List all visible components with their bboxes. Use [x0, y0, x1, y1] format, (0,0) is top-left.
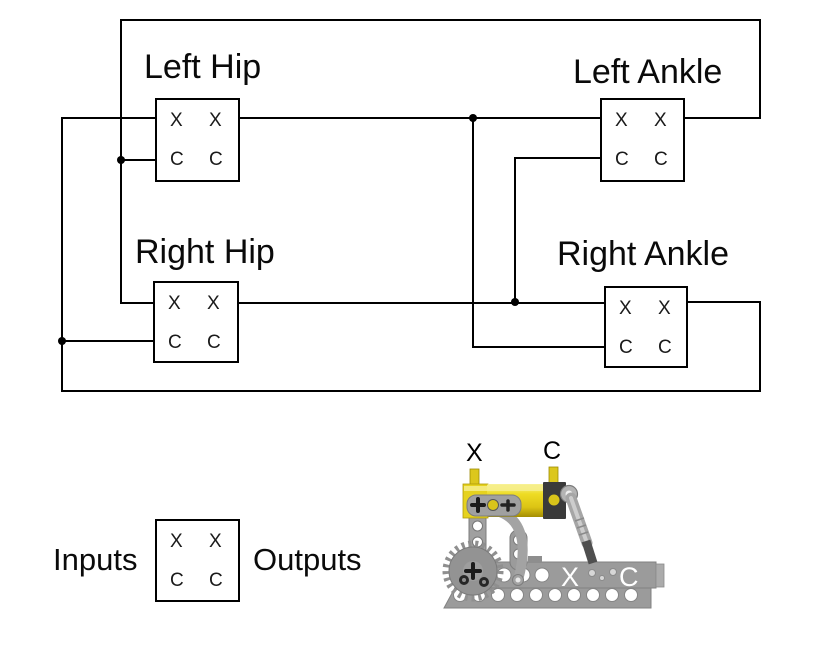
port-x-left: X	[615, 110, 628, 131]
lego-piston-tip	[581, 539, 598, 565]
port-x-left: X	[619, 298, 632, 319]
port-c-left: C	[170, 570, 184, 591]
photo-port-x-label: X	[466, 439, 483, 467]
module-box-left-hip: X X C C	[155, 98, 240, 182]
port-c-right: C	[207, 332, 221, 353]
module-box-right-hip: X X C C	[153, 281, 239, 363]
junction-dot	[469, 114, 477, 122]
port-c-right: C	[658, 337, 672, 358]
wire-leftankle-x-out-to-righthip-x-in	[120, 19, 761, 304]
port-c-left: C	[619, 337, 633, 358]
photo-port-c-label: C	[543, 437, 561, 465]
module-box-right-ankle: X X C C	[604, 286, 688, 368]
lego-base-stud	[528, 556, 542, 563]
port-x-left: X	[168, 293, 181, 314]
module-label-right-hip: Right Hip	[135, 233, 275, 271]
port-c-right: C	[209, 149, 223, 170]
port-c-left: C	[168, 332, 182, 353]
legend-inputs-label: Inputs	[53, 542, 138, 577]
port-x-right: X	[207, 293, 220, 314]
module-label-left-ankle: Left Ankle	[573, 53, 723, 91]
legend-outputs-label: Outputs	[253, 542, 362, 577]
port-x-right: X	[658, 298, 671, 319]
junction-dot	[117, 156, 125, 164]
legend-box: X X C C	[155, 519, 240, 602]
lego-gear	[442, 540, 504, 602]
wire-branch-to-rightankle-c-in	[472, 118, 604, 348]
port-c-left: C	[170, 149, 184, 170]
port-c-right: C	[209, 570, 223, 591]
lego-axle-cross	[464, 562, 482, 580]
junction-dot	[58, 337, 66, 345]
lego-piston-rod	[559, 484, 598, 565]
port-c-left: C	[615, 149, 629, 170]
module-label-left-hip: Left Hip	[144, 48, 262, 86]
port-x-left: X	[170, 110, 183, 131]
lego-horizontal-bracket	[466, 494, 522, 517]
lego-base-x-label: X	[561, 562, 579, 592]
port-x-left: X	[170, 531, 183, 552]
wire-branch-to-leftankle-c-in	[514, 157, 600, 302]
lego-pin-holes	[588, 568, 617, 581]
port-x-right: X	[209, 531, 222, 552]
port-x-right: X	[209, 110, 222, 131]
lego-base-end-tab	[655, 563, 665, 588]
port-x-right: X	[654, 110, 667, 131]
junction-dot	[511, 298, 519, 306]
module-box-left-ankle: X X C C	[600, 98, 685, 182]
port-c-right: C	[654, 149, 668, 170]
module-label-right-ankle: Right Ankle	[557, 235, 729, 273]
lego-pneumatic-actuator-photo: X C	[442, 437, 665, 609]
lego-base-c-label: C	[619, 562, 639, 592]
lego-port-nipple-x	[469, 468, 480, 487]
wire-rightankle-x-out-to-lefthip-x-in	[61, 117, 761, 392]
